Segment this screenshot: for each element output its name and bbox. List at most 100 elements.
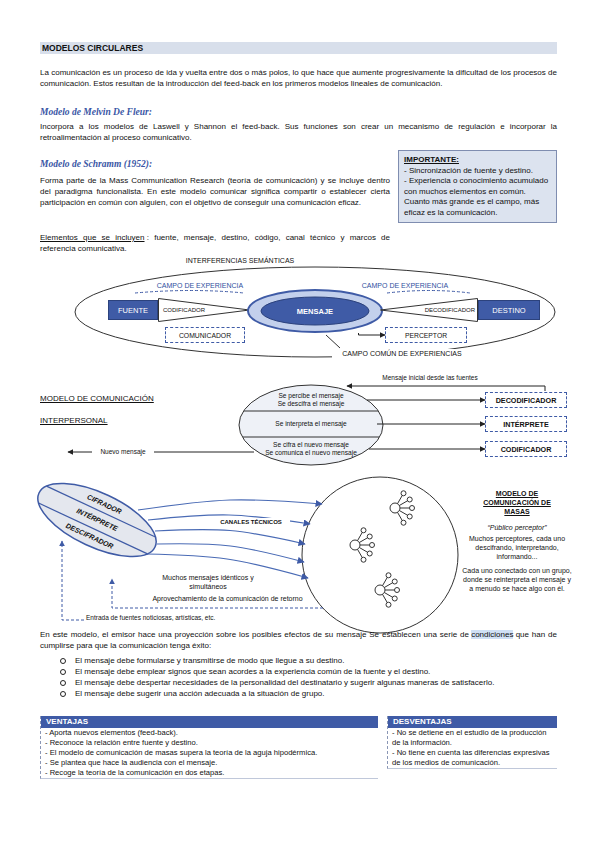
node-text: PERCEPTOR — [405, 332, 447, 339]
node-text: Se cifra el nuevo mensaje — [273, 441, 349, 450]
divider-line — [243, 437, 379, 438]
message-ellipse: MENSAJE — [247, 289, 383, 333]
cons-table: DESVENTAJAS- No se detiene en el estudio… — [387, 716, 557, 769]
role-box: PERCEPTOR — [385, 327, 467, 343]
decoder-triangle: DECODIFICADOR — [380, 298, 478, 322]
node-text: Se descifra el mensaje — [278, 400, 345, 409]
diagram-label: CANALES TÉCNICOS — [212, 518, 290, 526]
audience-circle — [302, 477, 458, 633]
bullet-row: El mensaje debe emplear signos que sean … — [60, 666, 557, 677]
encoder-triangle: CODIFICADOR — [158, 298, 250, 322]
connector-arrow — [359, 333, 385, 335]
connector-arrow — [369, 449, 485, 450]
diagram-label: Cada uno conectado con un grupo, donde s… — [462, 566, 572, 593]
diagram-label: CAMPO DE EXPERIENCIA — [150, 281, 250, 290]
field-line — [135, 291, 244, 294]
common-field-ellipse — [75, 267, 555, 357]
bullet-row: El mensaje debe sugerir una acción adecu… — [60, 688, 557, 699]
node-text: - No tiene en cuenta las diferencias exp… — [388, 748, 557, 768]
receiver-group — [390, 491, 415, 525]
leader-line — [326, 335, 340, 348]
diagram-label: Mensaje inicial desde las fuentes — [368, 374, 492, 382]
connector-arrow — [367, 400, 485, 401]
node-text: Se percibe el mensaje — [278, 392, 343, 401]
diagram-label: MODELO DE COMUNICACIÓN INTERPERSONAL — [40, 388, 190, 432]
body-text: En este modelo, el emisor hace una proye… — [40, 630, 469, 639]
node-text: - Recoge la teoría de la comunicación en… — [41, 768, 378, 778]
bullet-row: El mensaje debe despertar necesidades de… — [60, 677, 557, 688]
node-text: FUENTE — [118, 306, 148, 315]
body-text: condiciones — [471, 630, 513, 639]
section-heading: Modelo de Schramm (1952): — [40, 159, 152, 169]
note-box: IMPORTANTE:- Sincronización de fuente y … — [398, 150, 557, 223]
body-text: Forma parte de la Mass Communication Res… — [40, 175, 390, 208]
diagram-label: MODELO DE COMUNICACIÓN DE MASAS — [482, 489, 552, 516]
bullet-text: El mensaje debe sugerir una acción adecu… — [75, 688, 325, 699]
node-text: COMUNICADOR — [179, 332, 231, 339]
diagram-label: Nuevo mensaje — [92, 448, 154, 456]
node-text: - El modelo de comunicación de masas sup… — [41, 748, 378, 758]
bullet-text: El mensaje debe despertar necesidades de… — [75, 677, 494, 688]
field-line — [387, 291, 470, 294]
node-text: DECODIFICADOR — [496, 396, 557, 405]
process-band: Se interpreta el mensaje — [245, 414, 377, 434]
source-box: FUENTE — [108, 300, 158, 320]
receiver-group — [350, 528, 375, 562]
diagram-label: CAMPO DE EXPERIENCIA — [355, 281, 455, 290]
node-text: - No se detiene en el estudio de la prod… — [388, 728, 557, 748]
bullet-marker — [60, 691, 66, 697]
diagram-label: Entrada de fuentes noticiosas, artística… — [86, 614, 251, 622]
node-text: - Aporta nuevos elementos (feed-back). — [41, 728, 378, 738]
paragraph: Elementos que se incluyen: fuente, mensa… — [40, 232, 390, 254]
process-band: Se percibe el mensajeSe descifra el mens… — [255, 390, 367, 410]
role-box: CODIFICADOR — [485, 441, 567, 457]
node-text: MENSAJE — [297, 307, 333, 316]
coder-ellipse: CIFRADORINTÉRPRETEDESCIFRADOR — [26, 467, 167, 573]
bullet-list: El mensaje debe formularse y transmitirs… — [60, 655, 557, 699]
connector-arrow — [377, 424, 485, 425]
role-box: COMUNICADOR — [165, 327, 245, 343]
node-text: Se interpreta el mensaje — [275, 420, 346, 429]
node-text: DECODIFICADOR — [425, 307, 475, 313]
interpersonal-ellipse — [239, 385, 383, 465]
node-text: VENTAJAS — [41, 716, 378, 728]
channel-arrow — [138, 500, 322, 510]
node-text: - Sincronización de fuente y destino. — [404, 166, 551, 177]
node-text: - Experiencia o conocimiento acumulado c… — [404, 176, 551, 218]
bullet-row: El mensaje debe formularse y transmitirs… — [60, 655, 557, 666]
paragraph: En este modelo, el emisor hace una proye… — [40, 629, 557, 651]
page-title: MODELOS CIRCULARES — [40, 42, 557, 54]
bullet-marker — [60, 658, 66, 664]
diagram-label: INTERFERENCIAS SEMÁNTICAS — [160, 256, 320, 265]
diagram-label: Aprovechamiento de la comunicación de re… — [140, 594, 315, 603]
receiver-group — [375, 573, 400, 607]
pros-table: VENTAJAS- Aporta nuevos elementos (feed-… — [40, 716, 378, 779]
node-text: CODIFICADOR — [163, 307, 205, 313]
bullet-marker — [60, 680, 66, 686]
node-text: DESVENTAJAS — [388, 716, 557, 728]
node-text: INTÉRPRETE — [503, 420, 549, 429]
section-heading: Modelo de Melvin De Fleur: — [40, 107, 152, 117]
body-text: Incorpora a los modelos de Laswell y Sha… — [40, 121, 557, 143]
input-arrow — [347, 386, 545, 391]
divider-line — [244, 411, 378, 412]
process-band: Se cifra el nuevo mensajeSe comunica el … — [253, 439, 369, 459]
role-box: DECODIFICADOR — [485, 392, 567, 408]
node-text: Se comunica el nuevo mensaje — [265, 449, 357, 458]
diagram-label: Muchos perceptores, cada uno descifrando… — [462, 534, 572, 561]
role-box: INTÉRPRETE — [485, 416, 567, 432]
body-text: Elementos que se incluyen — [40, 233, 145, 242]
node-text: - Reconoce la relación entre fuente y de… — [41, 738, 378, 748]
diagram-label: CAMPO COMÚN DE EXPERIENCIAS — [332, 349, 472, 358]
bullet-text: El mensaje debe formularse y transmitirs… — [75, 655, 344, 666]
node-text: CODIFICADOR — [501, 445, 552, 454]
node-text: DESTINO — [492, 306, 525, 315]
bullet-marker — [60, 669, 66, 675]
destination-box: DESTINO — [478, 300, 540, 320]
body-text: La comunicación es un proceso de ida y v… — [40, 67, 557, 89]
node-text: IMPORTANTE: — [404, 155, 551, 166]
input-arrow — [62, 541, 84, 620]
diagram-label: Muchos mensajes idénticos y simultáneos — [150, 573, 266, 591]
node-text: - Se plantea que hace la audiencia con e… — [41, 758, 378, 768]
